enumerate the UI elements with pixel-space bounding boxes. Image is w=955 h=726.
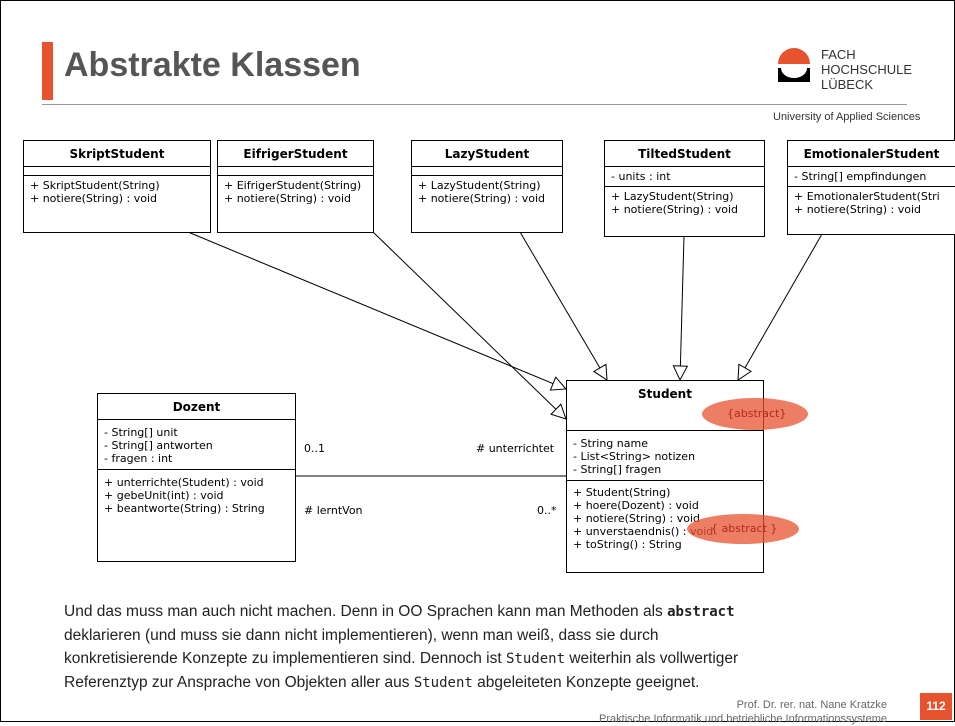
attribute: - String[] fragen <box>573 463 662 476</box>
attribute: - String[] empfindungen <box>794 170 927 183</box>
notiere-abstract-marker: { abstract } <box>711 522 778 535</box>
code-student: Student <box>413 675 473 691</box>
attribute-section: - units : int <box>605 166 764 186</box>
attribute-section: - String[] empfindungen <box>788 166 955 186</box>
generalization-lazy <box>519 231 607 380</box>
attribute: - String[] unit <box>104 426 178 439</box>
generalization-emotional <box>738 233 823 380</box>
fh-luebeck-logo-icon <box>778 48 810 82</box>
class-name: EifrigerStudent <box>243 147 348 161</box>
body-line-3: konkretisierende Konzepte zu implementie… <box>64 647 904 671</box>
method: + Student(String) <box>573 486 671 499</box>
method-section: + LazyStudent(String) + notiere(String) … <box>605 186 764 219</box>
attribute: - String[] antworten <box>104 439 213 452</box>
university-subtitle: University of Applied Sciences <box>773 111 921 123</box>
slide-body-text: Und das muss man auch nicht machen. Denn… <box>64 600 904 695</box>
method: + notiere(String) : void <box>573 512 700 525</box>
class-name: SkriptStudent <box>69 147 165 161</box>
code-student: Student <box>506 651 566 667</box>
method: + LazyStudent(String) <box>611 190 734 203</box>
attribute: - String name <box>573 437 648 450</box>
method: + notiere(String) : void <box>794 203 921 216</box>
body-line-3-text-a: konkretisierende Konzepte zu implementie… <box>64 650 506 667</box>
method: + notiere(String) : void <box>418 192 545 205</box>
body-line-2: deklarieren (und muss sie dann nicht imp… <box>64 627 659 644</box>
student-abstract-stereotype: {abstract} <box>727 407 787 420</box>
body-line-4-text-b: abgeleiteten Konzepte geeignet. <box>472 674 700 691</box>
attribute-section <box>24 166 210 175</box>
class-name: TiltedStudent <box>638 147 731 161</box>
body-line-1: Und das muss man auch nicht machen. Denn… <box>64 600 904 624</box>
body-line-4: Referenztyp zur Ansprache von Objekten a… <box>64 671 904 695</box>
method: + notiere(String) : void <box>224 192 351 205</box>
method: + notiere(String) : void <box>30 192 157 205</box>
class-tiltedstudent: TiltedStudent - units : int + LazyStuden… <box>604 140 765 237</box>
keyword-abstract: abstract <box>667 604 735 620</box>
method: + toString() : String <box>573 538 682 551</box>
role-unterrichtet: # unterrichtet <box>476 442 555 455</box>
method-section: + SkriptStudent(String) + notiere(String… <box>24 175 210 208</box>
logo-line-fach: FACH <box>821 47 856 62</box>
role-lerntvon: # lerntVon <box>304 504 363 517</box>
method-section: + LazyStudent(String) + notiere(String) … <box>412 175 562 208</box>
method: + hoere(Dozent) : void <box>573 499 699 512</box>
method-section: + Student(String) + hoere(Dozent) : void… <box>567 480 763 554</box>
method-section: + EmotionalerStudent(Stri + notiere(Stri… <box>788 186 955 219</box>
class-dozent: Dozent - String[] unit - String[] antwor… <box>97 393 296 562</box>
page-number: 112 <box>920 693 952 720</box>
generalization-skript <box>187 231 566 389</box>
attribute-section: - String[] unit - String[] antworten - f… <box>98 419 295 469</box>
body-line-1-text: Und das muss man auch nicht machen. Denn… <box>64 603 668 620</box>
class-emotionalerstudent: EmotionalerStudent - String[] empfindung… <box>787 140 955 235</box>
class-name: LazyStudent <box>444 147 530 161</box>
method: + gebeUnit(int) : void <box>104 489 224 502</box>
generalization-tilted <box>680 235 684 380</box>
logo-text: FACH HOCHSCHULE LÜBECK <box>821 47 912 92</box>
logo-line-hochschule: HOCHSCHULE <box>821 62 913 77</box>
method: + EifrigerStudent(String) <box>224 179 362 192</box>
footer-author: Prof. Dr. rer. nat. Nane Kratzke <box>736 699 887 711</box>
method: + LazyStudent(String) <box>418 179 541 192</box>
method: + SkriptStudent(String) <box>30 179 160 192</box>
title-divider <box>42 104 907 105</box>
method-section: + EifrigerStudent(String) + notiere(Stri… <box>218 175 373 208</box>
method: + notiere(String) : void <box>611 203 738 216</box>
attribute: - List<String> notizen <box>573 450 696 463</box>
class-skriptstudent: SkriptStudent + SkriptStudent(String) + … <box>23 140 211 233</box>
attribute: - fragen : int <box>104 452 173 465</box>
class-name: Student <box>638 387 692 401</box>
generalization-eifrig <box>372 231 566 419</box>
abstract-stereotype-highlight <box>702 398 808 430</box>
footer-course: Praktische Informatik und betriebliche I… <box>599 713 887 725</box>
method: + EmotionalerStudent(Stri <box>794 190 940 203</box>
attribute-section <box>412 166 562 175</box>
title-accent-bar <box>42 42 53 100</box>
attribute-section: - String name - List<String> notizen - S… <box>567 430 763 480</box>
class-name: EmotionalerStudent <box>803 147 940 161</box>
multiplicity-student: 0..* <box>537 504 557 517</box>
method: + unverstaendnis() : void <box>573 525 714 538</box>
body-line-3-text-b: weiterhin als vollwertiger <box>565 650 739 667</box>
class-name: Dozent <box>172 400 221 414</box>
multiplicity-dozent: 0..1 <box>304 442 325 455</box>
logo-line-luebeck: LÜBECK <box>821 77 874 92</box>
method: + unterrichte(Student) : void <box>104 476 264 489</box>
abstract-method-highlight <box>687 514 799 544</box>
attribute: - units : int <box>611 170 671 183</box>
class-eifrigerstudent: EifrigerStudent + EifrigerStudent(String… <box>217 140 374 233</box>
method-section: + unterrichte(Student) : void + gebeUnit… <box>98 469 295 518</box>
method: + beantworte(String) : String <box>104 502 265 515</box>
attribute-section <box>218 166 373 175</box>
class-lazystudent: LazyStudent + LazyStudent(String) + noti… <box>411 140 563 233</box>
body-line-4-text-a: Referenztyp zur Ansprache von Objekten a… <box>64 674 414 691</box>
slide-title: Abstrakte Klassen <box>64 46 361 84</box>
